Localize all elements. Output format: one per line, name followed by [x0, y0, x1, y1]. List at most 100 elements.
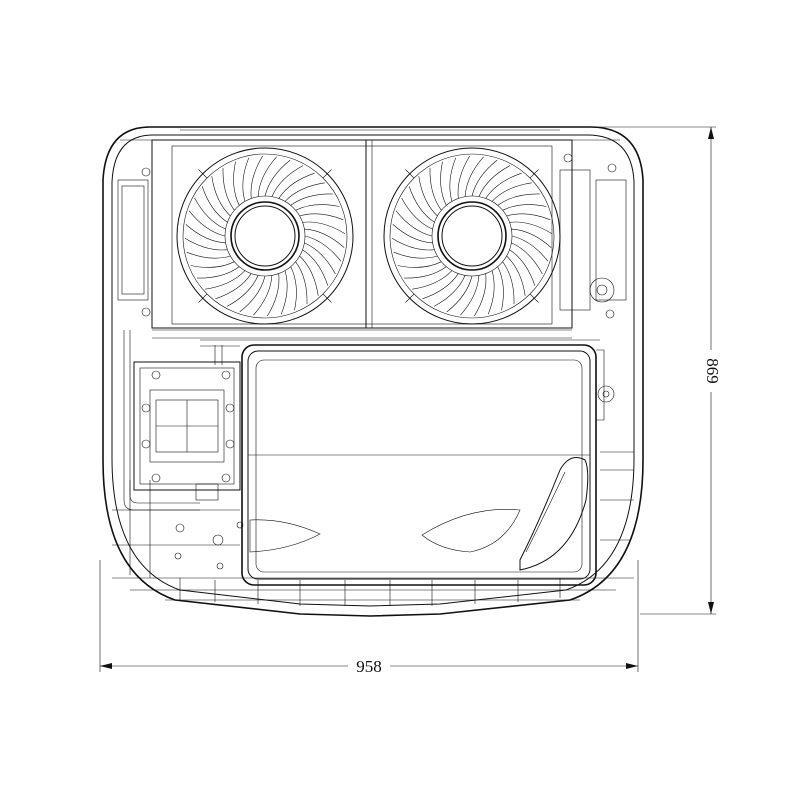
fan-blade — [497, 193, 541, 206]
fan-blade — [302, 221, 346, 234]
fan-blade — [299, 213, 344, 221]
fan-blade — [485, 172, 522, 199]
fan-frame — [117, 139, 627, 339]
fan-blade — [509, 249, 536, 286]
fan-left — [176, 147, 354, 325]
fan-blade — [460, 275, 480, 316]
fan-blade — [290, 193, 334, 206]
fan-outer-ring — [383, 147, 561, 325]
fan-blade — [391, 238, 435, 251]
fan-strut — [322, 169, 332, 179]
fan-blade — [401, 197, 433, 230]
fan-blade — [464, 156, 484, 197]
fan-strut — [405, 169, 415, 179]
fan-blade — [403, 266, 447, 279]
width-dimension-label: 958 — [356, 657, 382, 676]
fan-strut — [529, 169, 539, 179]
fan-blade — [471, 159, 498, 197]
fan-blade — [478, 165, 511, 197]
fan-blade — [299, 255, 319, 296]
dimension-width: 958 — [99, 560, 639, 676]
fan-blade — [397, 261, 442, 268]
fan-blade — [422, 273, 459, 300]
fan-blade — [487, 270, 495, 315]
fan-blade — [509, 221, 553, 234]
fan-blade — [446, 275, 473, 313]
fan-blade — [408, 186, 435, 223]
fan-hub-ring — [224, 195, 306, 277]
fan-hub-ring — [431, 195, 513, 277]
fan-blade — [190, 261, 235, 268]
fan-blade — [412, 270, 453, 290]
fan-blade — [511, 228, 552, 248]
fan-blade — [295, 204, 340, 211]
fan-blade — [205, 270, 246, 290]
fan-hub-inner — [234, 205, 296, 267]
fan-blade — [211, 176, 231, 217]
fan-blade — [502, 261, 515, 305]
fan-blade — [290, 266, 297, 311]
fan-blade — [222, 167, 235, 211]
fan-blade — [304, 242, 336, 275]
fan-blade — [194, 197, 226, 230]
fan-blade — [284, 182, 325, 202]
fan-blade — [511, 235, 549, 262]
fan-blade — [250, 155, 263, 199]
fan-blade — [267, 273, 280, 317]
fan-blade — [302, 249, 329, 286]
dimension-height: 869 — [595, 126, 722, 615]
fan-blade — [418, 176, 438, 217]
water-tank — [200, 339, 615, 586]
fan-blade — [278, 172, 315, 199]
bottom-ribs — [112, 480, 634, 606]
fan-blade — [433, 275, 466, 307]
fan-blade — [506, 255, 526, 296]
pump-block — [123, 330, 241, 511]
fan-blade — [264, 159, 291, 197]
fan-outer-ring — [176, 147, 354, 325]
fan-blade — [506, 213, 551, 221]
fan-strut — [529, 293, 539, 303]
fan-blade — [239, 275, 266, 313]
fan-blade — [491, 182, 532, 202]
fan-strut — [405, 293, 415, 303]
fan-strut — [198, 293, 208, 303]
fan-blade — [186, 251, 231, 259]
fan-blade — [449, 157, 457, 202]
fan-blade — [304, 228, 345, 248]
fan-inner-ring — [182, 153, 348, 319]
fan-blade — [185, 224, 226, 244]
fan-blade — [253, 275, 273, 316]
fan-hub — [230, 201, 300, 271]
fan-blade — [201, 186, 228, 223]
fan-blade — [392, 224, 433, 244]
fan-blade — [226, 275, 259, 307]
fan-inner-ring — [389, 153, 555, 319]
fan-right — [383, 147, 561, 325]
fan-blade — [280, 270, 288, 315]
fan-blade — [429, 167, 442, 211]
fan-hub-inner — [441, 205, 503, 267]
fan-blade — [440, 161, 447, 206]
fan-blade — [271, 165, 304, 197]
fan-strut — [198, 169, 208, 179]
fan-blade — [295, 261, 308, 305]
fan-blade — [511, 242, 543, 275]
fan-blade — [257, 156, 277, 197]
fan-blade — [497, 266, 504, 311]
fan-blade — [242, 157, 250, 202]
fan-blade — [196, 266, 240, 279]
fan-strut — [322, 293, 332, 303]
fan-blade — [215, 273, 252, 300]
fan-hub — [437, 201, 507, 271]
fan-blade — [474, 273, 487, 317]
height-dimension-label: 869 — [703, 358, 722, 384]
fan-blade — [233, 161, 240, 206]
fan-blade — [395, 210, 433, 237]
fan-blade — [457, 155, 470, 199]
mount-holes — [141, 153, 617, 570]
fan-blade — [184, 238, 228, 251]
fan-blade — [188, 210, 226, 237]
fan-blade — [393, 251, 438, 259]
